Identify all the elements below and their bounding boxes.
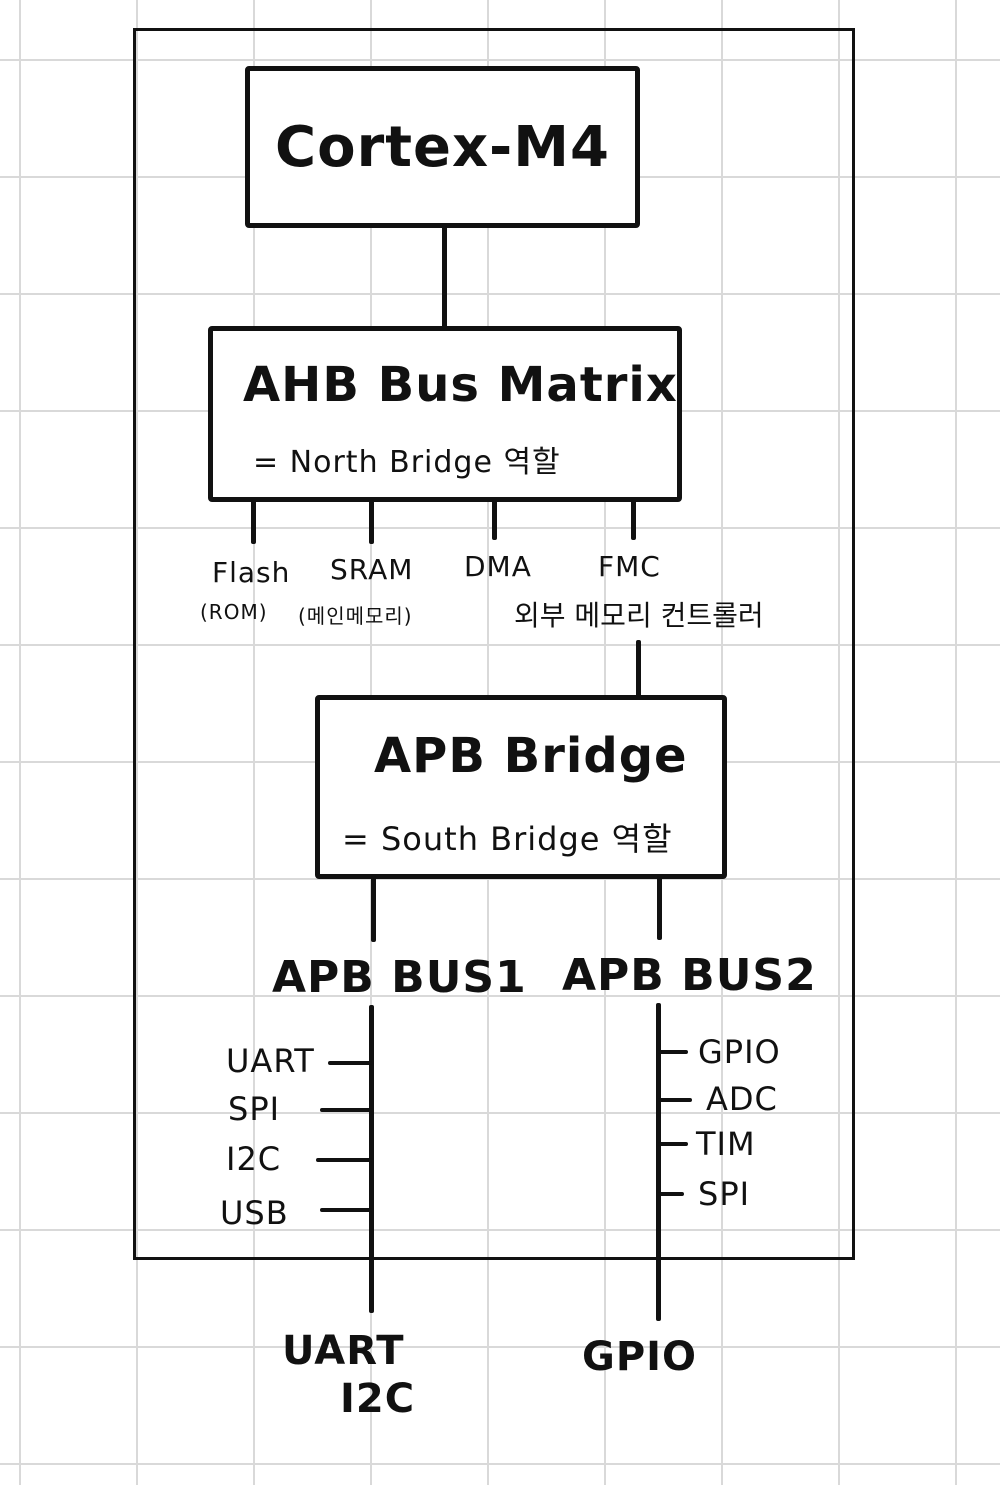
bus2-periph-adc: ADC [706,1080,778,1118]
bus1-external-i2c: I2C [340,1376,416,1422]
i2c-tick [316,1158,372,1162]
bus2-external-gpio: GPIO [582,1334,698,1380]
bus1-periph-spi: SPI [228,1090,281,1128]
fmc-label: FMC [598,550,661,583]
sram-note: (메인메모리) [298,604,413,628]
fmc-apb-link [636,640,641,700]
mcu-boundary [133,28,855,1260]
flash-label: Flash [212,556,291,589]
ahb-bus-matrix-box: AHB Bus Matrix = North Bridge 역할 [208,326,682,502]
sram-link [369,500,374,544]
fmc-note: 외부 메모리 컨트롤러 [514,599,764,632]
bus1-periph-uart: UART [226,1042,315,1080]
bridge-bus1-link [371,876,376,942]
uart-tick [328,1061,372,1065]
cpu-box: Cortex-M4 [245,66,640,228]
apb-bridge-title: APB Bridge [374,728,688,784]
usb-tick [320,1208,372,1212]
spi2-tick [658,1192,684,1196]
dma-label: DMA [464,550,532,583]
ahb-role: = North Bridge 역할 [253,445,561,480]
tim-tick [658,1142,688,1146]
dma-link [492,500,497,540]
ahb-title: AHB Bus Matrix [243,357,678,413]
cpu-title: Cortex-M4 [275,115,610,180]
cpu-ahb-link [442,226,447,328]
flash-link [251,500,256,544]
apb-bridge-box: APB Bridge = South Bridge 역할 [315,695,727,879]
flash-note: (ROM) [200,600,268,624]
bus1-periph-usb: USB [220,1194,289,1232]
bridge-bus2-link [657,876,662,940]
bus2-periph-spi: SPI [698,1175,751,1213]
spi-tick [320,1108,372,1112]
sram-label: SRAM [330,553,414,586]
adc-tick [658,1098,692,1102]
fmc-link [631,500,636,540]
bus1-external-uart: UART [282,1328,405,1374]
gpio-tick [658,1050,688,1054]
bus1-periph-i2c: I2C [226,1140,282,1178]
bus2-periph-gpio: GPIO [698,1033,781,1071]
apb-bridge-role: = South Bridge 역할 [342,820,673,858]
apb-bus2-title: APB BUS2 [562,950,817,1001]
apb-bus2-line [656,1003,661,1321]
apb-bus1-title: APB BUS1 [272,952,527,1003]
bus2-periph-tim: TIM [696,1125,756,1163]
